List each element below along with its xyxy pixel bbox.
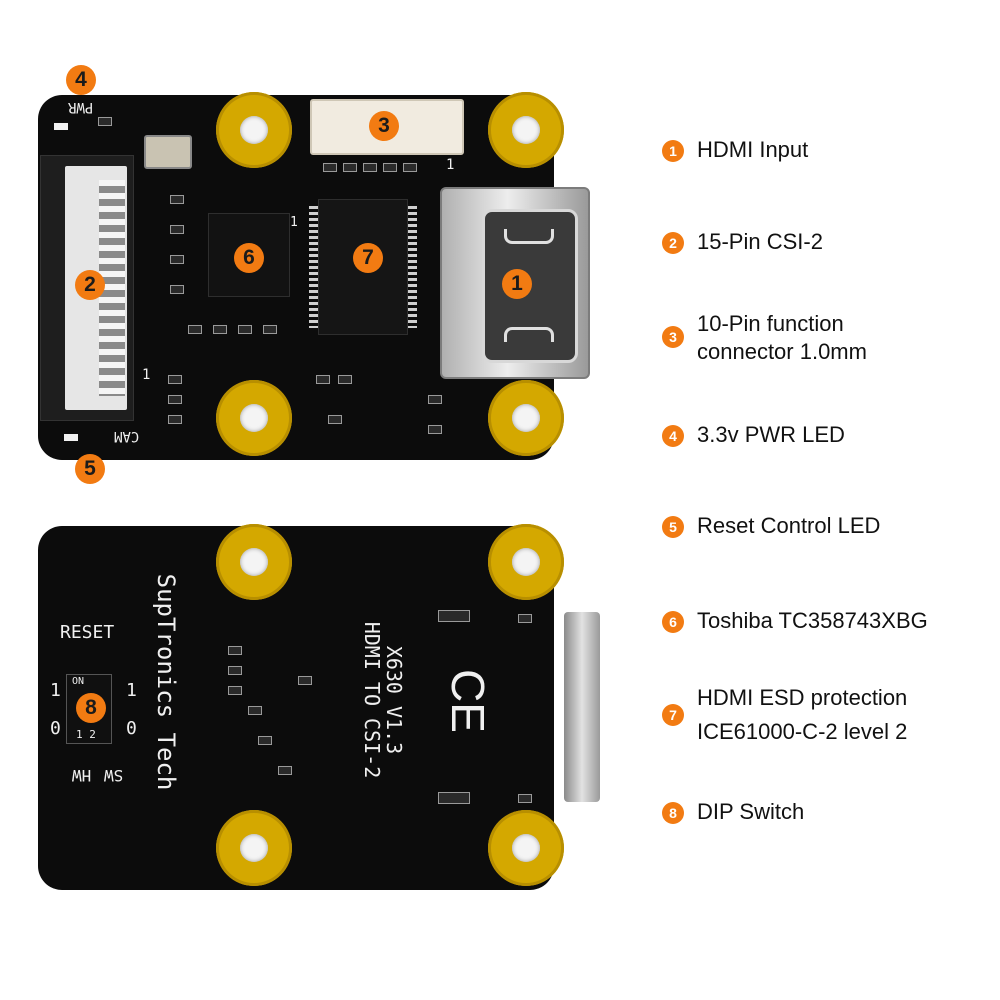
reset-label: RESET (60, 622, 115, 643)
smd-component (228, 646, 242, 655)
legend-item-text: Reset Control LED (697, 513, 881, 538)
smd-component (170, 195, 184, 204)
smd-component (213, 325, 227, 334)
callout-marker-6: 6 (234, 243, 264, 273)
smd-component (98, 117, 112, 126)
legend-item-text: HDMI ESD protection (697, 685, 908, 710)
smd-component (170, 225, 184, 234)
function-connector (310, 99, 464, 155)
legend-number: 2 (662, 232, 684, 254)
legend-number: 6 (662, 611, 684, 633)
smd-component (428, 395, 442, 404)
smd-component (170, 255, 184, 264)
smd-component (343, 163, 357, 172)
brand-silkscreen: SupTronics Tech (152, 573, 180, 791)
legend-item-text: connector 1.0mm (697, 339, 867, 364)
pwr-led (54, 123, 68, 130)
board-bottom-view: SupTronics Tech X630 V1.3 HDMI TO CSI-2 … (38, 524, 600, 890)
mounting-hole (216, 380, 292, 456)
dip-right-top: 1 (126, 680, 137, 701)
smd-component (278, 766, 292, 775)
legend-item-text: ICE61000-C-2 level 2 (697, 719, 908, 744)
silk-pwr-label: PWR (68, 99, 94, 115)
legend-number: 4 (662, 425, 684, 447)
silk-pin1-label: 1 (446, 157, 455, 173)
legend-item-text: DIP Switch (697, 799, 805, 824)
callout-marker-7: 7 (353, 243, 383, 273)
legend-number: 1 (662, 140, 684, 162)
smd-component (518, 614, 532, 623)
silk-pin1-label: 1 (290, 215, 298, 230)
callout-marker-4: 4 (66, 65, 96, 95)
smd-component (403, 163, 417, 172)
smd-component (428, 425, 442, 434)
legend-number: 5 (662, 516, 684, 538)
legend-item-text: 10-Pin function (697, 311, 844, 336)
smd-component (238, 325, 252, 334)
smd-component (438, 610, 470, 622)
product-silkscreen: HDMI TO CSI-2 (360, 621, 384, 779)
mounting-hole (216, 524, 292, 600)
smd-component (170, 285, 184, 294)
callout-marker-1: 1 (502, 269, 532, 299)
model-silkscreen: X630 V1.3 (382, 645, 406, 755)
legend-number: 8 (662, 802, 684, 824)
hdmi-socket-side (564, 612, 600, 802)
mounting-hole (488, 92, 564, 168)
legend-item-text: Toshiba TC358743XBG (697, 608, 928, 633)
smd-component (328, 415, 342, 424)
callout-marker-5: 5 (75, 454, 105, 484)
crystal-component (144, 135, 192, 169)
smd-component (228, 666, 242, 675)
dip-left-top: 1 (50, 680, 61, 701)
smd-component (248, 706, 262, 715)
mounting-hole (488, 380, 564, 456)
mounting-hole (216, 92, 292, 168)
smd-component (438, 792, 470, 804)
smd-component (316, 375, 330, 384)
mounting-hole (488, 524, 564, 600)
smd-component (338, 375, 352, 384)
ce-mark: CE (441, 669, 494, 733)
dip-left-bottom: 0 (50, 718, 61, 739)
hw-label: HW (72, 766, 92, 785)
dip-right-bottom: 0 (126, 718, 137, 739)
silk-cam-label: CAM (114, 428, 140, 444)
board-top-view: PWR CAM 1 1 1 (38, 92, 590, 460)
mounting-hole (488, 810, 564, 886)
smd-component (323, 163, 337, 172)
smd-component (263, 325, 277, 334)
callout-marker-3: 3 (369, 111, 399, 141)
smd-component (298, 676, 312, 685)
smd-component (518, 794, 532, 803)
mounting-hole (216, 810, 292, 886)
smd-component (228, 686, 242, 695)
smd-component (168, 395, 182, 404)
legend-number: 7 (662, 704, 684, 726)
smd-component (363, 163, 377, 172)
smd-component (383, 163, 397, 172)
smd-component (168, 415, 182, 424)
legend-item-text: HDMI Input (697, 137, 809, 162)
legend-number: 3 (662, 326, 684, 348)
legend-item-text: 15-Pin CSI-2 (697, 229, 823, 254)
hdmi-socket (440, 187, 590, 379)
smd-component (258, 736, 272, 745)
silk-pin1-label: 1 (142, 367, 151, 383)
smd-component (168, 375, 182, 384)
callout-marker-2: 2 (75, 270, 105, 300)
dip-pin-numbers: 1 2 (76, 728, 96, 741)
legend-item-text: 3.3v PWR LED (697, 422, 845, 447)
callout-marker-8: 8 (76, 693, 106, 723)
sw-label: SW (104, 766, 124, 785)
smd-component (188, 325, 202, 334)
reset-led (64, 434, 78, 441)
dip-on-label: ON (72, 676, 85, 687)
